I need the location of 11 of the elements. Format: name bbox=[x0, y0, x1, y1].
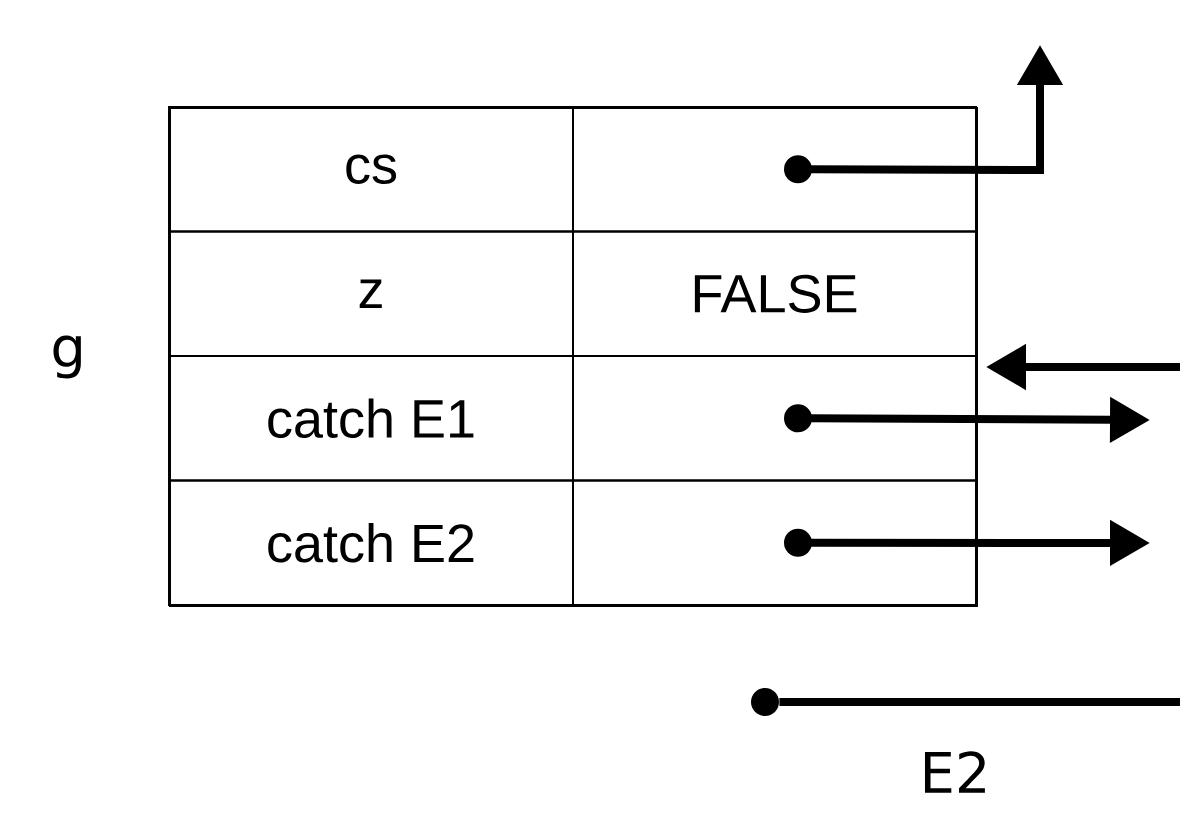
table-cell: z bbox=[168, 230, 574, 357]
node-label: g bbox=[53, 335, 81, 379]
dot bbox=[751, 688, 779, 716]
table-cell: FALSE bbox=[572, 230, 977, 357]
edge-label: E2 bbox=[915, 747, 995, 797]
table-cell bbox=[572, 355, 977, 482]
table-cell bbox=[572, 479, 977, 606]
table-cell: catch E1 bbox=[168, 355, 574, 482]
table-cell bbox=[572, 106, 977, 233]
table-cell: cs bbox=[168, 106, 574, 233]
table-cell: catch E2 bbox=[168, 479, 574, 606]
